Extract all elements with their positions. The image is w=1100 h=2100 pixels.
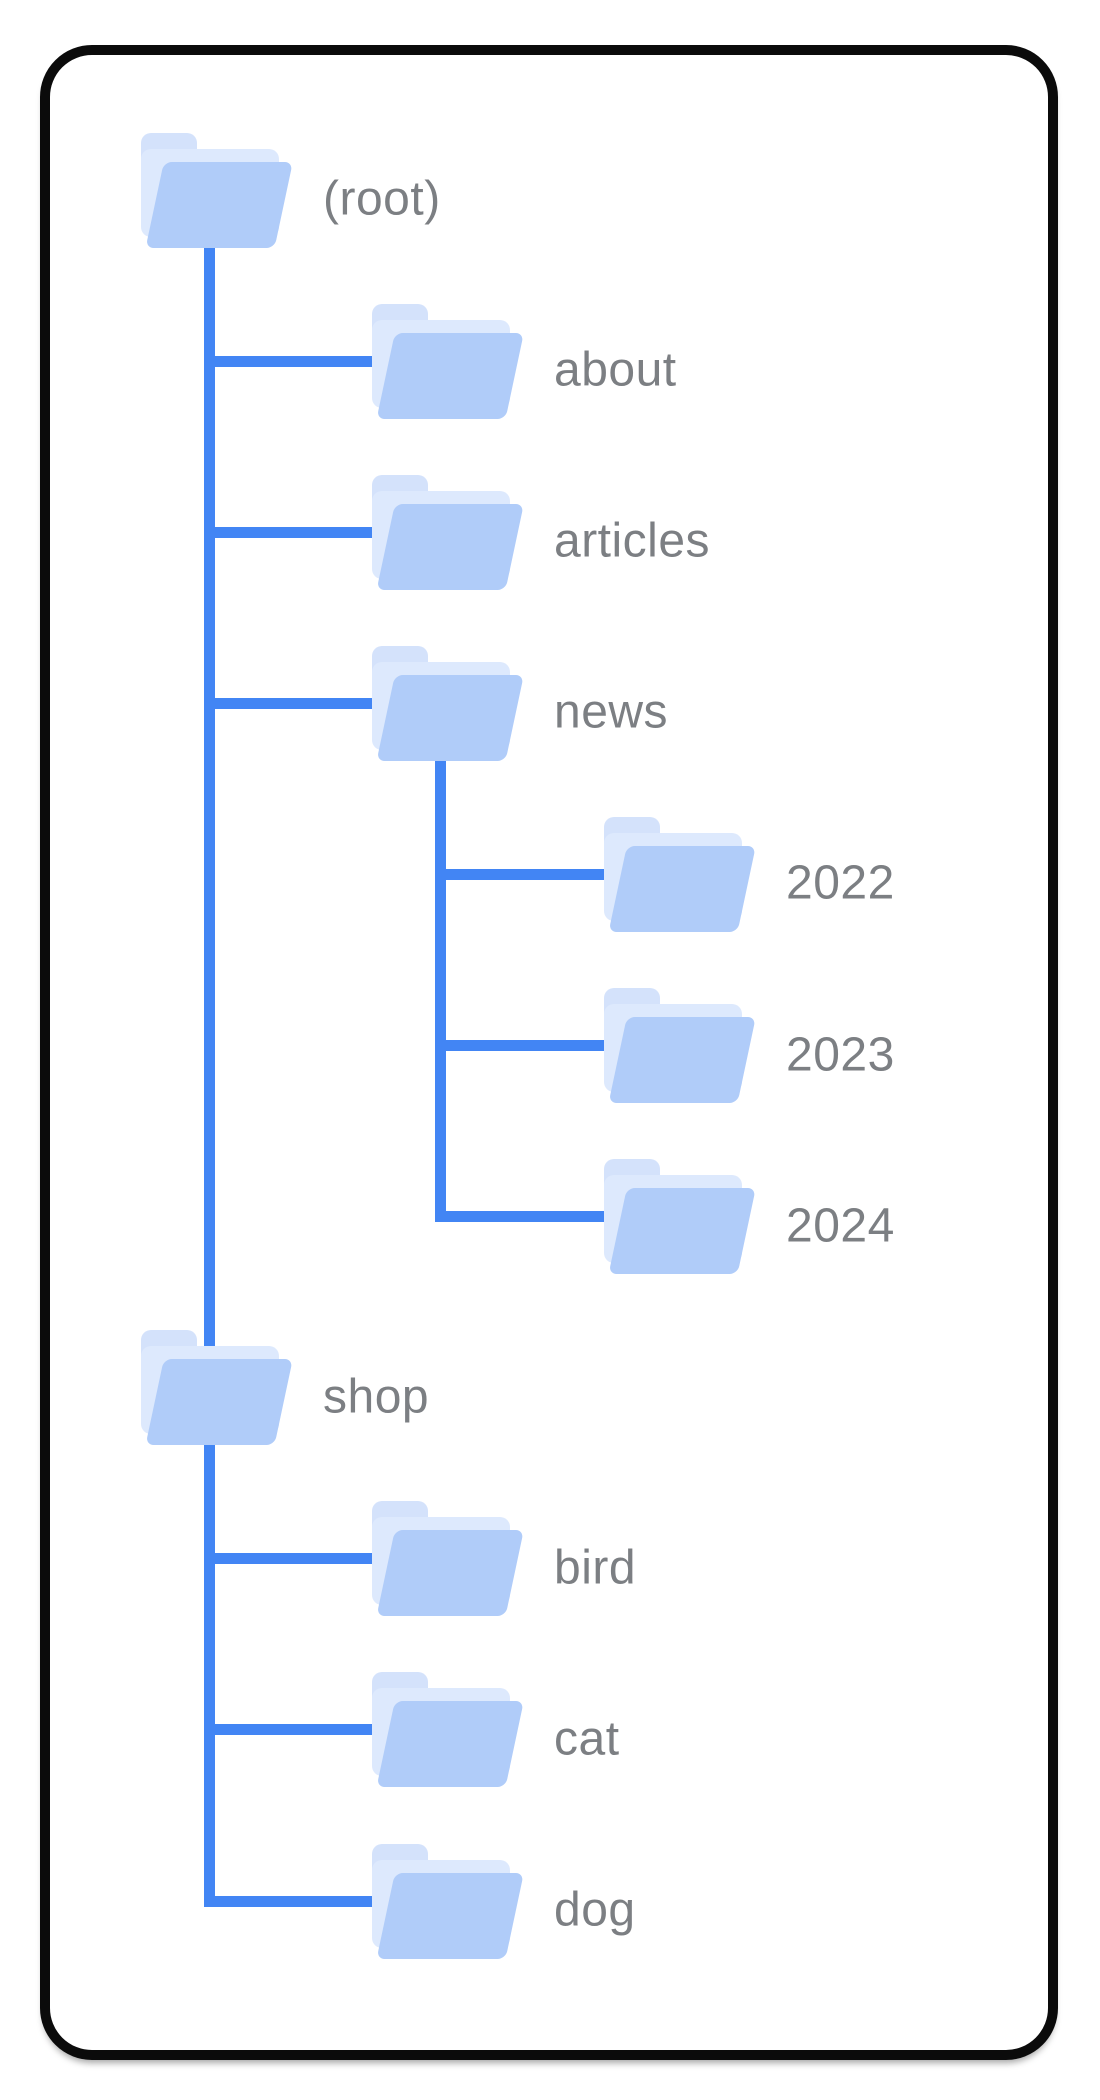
tree-node-2024: 2024 <box>602 1159 894 1275</box>
folder-label: (root) <box>323 172 441 226</box>
folder-icon <box>372 1843 523 1959</box>
connector-branch <box>204 1553 376 1565</box>
folder-label: 2022 <box>786 856 895 910</box>
folder-label: articles <box>554 514 711 568</box>
folder-label: about <box>554 343 677 397</box>
connector-branch <box>204 526 376 538</box>
folder-icon <box>372 303 523 419</box>
tree-node-articles: articles <box>370 474 710 590</box>
folder-label: cat <box>554 1712 620 1766</box>
folder-label: shop <box>323 1370 430 1424</box>
connector-branch <box>204 1724 376 1736</box>
connector-branch <box>204 355 376 367</box>
folder-label: 2023 <box>786 1028 895 1081</box>
tree-node-2022: 2022 <box>602 816 894 932</box>
folder-icon <box>372 1501 523 1617</box>
tree-node-shop: shop <box>139 1330 429 1446</box>
tree-node-cat: cat <box>370 1672 619 1788</box>
tree-node-root: (root) <box>139 132 440 248</box>
folder-label: dog <box>554 1883 636 1937</box>
folder-label: bird <box>554 1541 637 1595</box>
folder-icon <box>604 1159 755 1275</box>
tree-node-news: news <box>370 645 668 761</box>
connector-branch <box>435 868 608 880</box>
folder-icon <box>372 474 523 590</box>
folder-icon <box>604 816 755 932</box>
folder-label: 2024 <box>786 1199 895 1253</box>
connector-branch <box>204 1895 376 1907</box>
folder-label: news <box>554 685 669 739</box>
tree-node-about: about <box>370 303 676 419</box>
connector-trunk <box>435 741 446 1223</box>
folder-icon <box>141 132 292 248</box>
connector-trunk <box>204 228 215 1907</box>
tree-node-dog: dog <box>370 1843 635 1959</box>
folder-icon <box>372 645 523 761</box>
connector-branch <box>435 1040 608 1051</box>
folder-icon <box>604 988 755 1103</box>
tree-node-bird: bird <box>370 1501 636 1617</box>
diagram-card <box>40 45 1058 2060</box>
folder-icon <box>141 1330 292 1446</box>
tree-node-2023: 2023 <box>602 988 894 1103</box>
connector-branch <box>435 1211 608 1223</box>
connector-branch <box>204 697 376 709</box>
folder-icon <box>372 1672 523 1788</box>
